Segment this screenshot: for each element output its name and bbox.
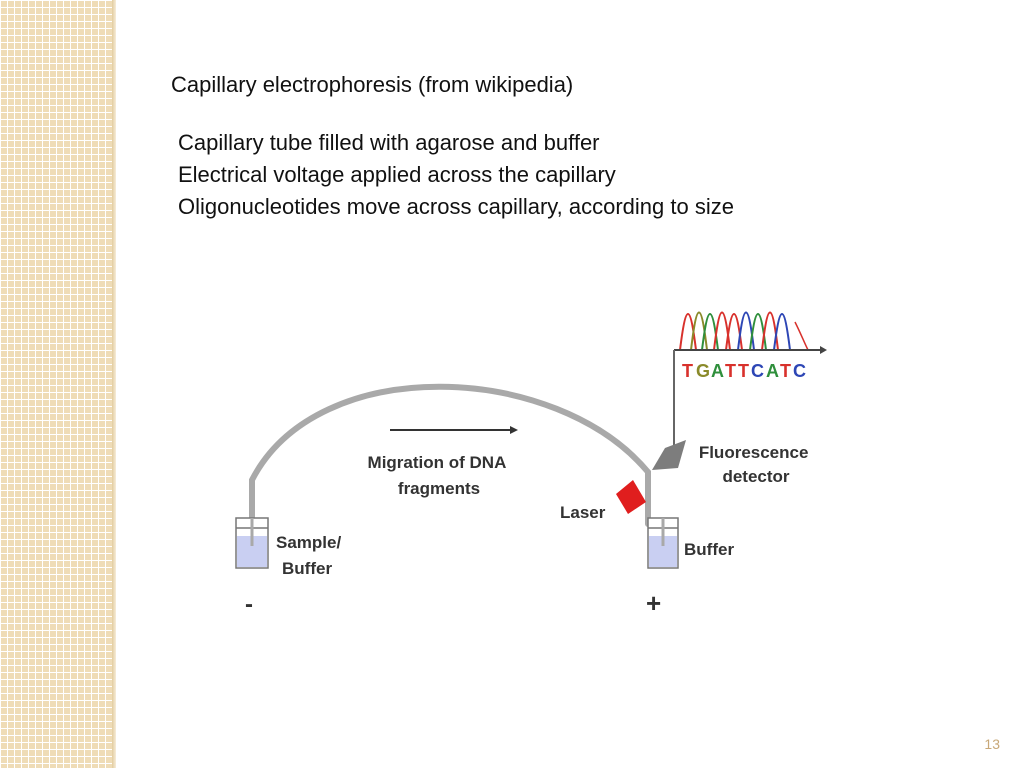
- sequence-base: T: [682, 361, 693, 381]
- bullet-item: Electrical voltage applied across the ca…: [178, 162, 616, 187]
- fluorescence-detector-icon: [652, 440, 686, 470]
- migration-label: Migration of DNA fragments: [368, 453, 511, 498]
- bullet-item: Capillary tube filled with agarose and b…: [178, 130, 600, 155]
- sequence-base: T: [738, 361, 749, 381]
- migration-label-line: fragments: [398, 479, 480, 498]
- capillary-tube: [249, 383, 651, 530]
- detector-label-line: Fluorescence: [699, 443, 809, 462]
- laser-label: Laser: [560, 503, 606, 522]
- side-band-edge: [112, 0, 116, 768]
- sample-label-line: Sample/: [276, 533, 341, 552]
- migration-arrowhead: [510, 426, 518, 434]
- buffer-vial-icon: [647, 517, 679, 569]
- sequence-base: G: [696, 361, 710, 381]
- bullet-item: Oligonucleotides move across capillary, …: [178, 194, 734, 219]
- dna-sequence: T G A T T C A T C: [682, 361, 806, 381]
- bullet-list: Capillary tube filled with agarose and b…: [178, 127, 734, 223]
- buffer-label: Buffer: [684, 540, 734, 559]
- capillary-electrophoresis-diagram: T G A T T C A T C: [218, 262, 848, 622]
- sample-label: Sample/ Buffer: [276, 533, 346, 578]
- baseline-arrowhead: [820, 346, 827, 354]
- sequence-base: A: [711, 361, 724, 381]
- sequence-base: A: [766, 361, 779, 381]
- decorative-side-band: [0, 0, 112, 768]
- sequence-base: C: [751, 361, 764, 381]
- sequence-base: C: [793, 361, 806, 381]
- page-number: 13: [984, 736, 1000, 752]
- positive-electrode-sign: +: [646, 588, 661, 618]
- sample-vial-icon: [235, 517, 269, 569]
- sequence-base: T: [725, 361, 736, 381]
- sequence-base: T: [780, 361, 791, 381]
- slide-title: Capillary electrophoresis (from wikipedi…: [171, 72, 574, 97]
- electropherogram-peaks: [679, 311, 809, 351]
- detector-label: Fluorescence detector: [699, 443, 813, 486]
- migration-label-line: Migration of DNA: [368, 453, 507, 472]
- detector-label-line: detector: [722, 467, 789, 486]
- negative-electrode-sign: -: [245, 591, 253, 618]
- laser-icon: [616, 480, 646, 514]
- sample-label-line: Buffer: [282, 559, 332, 578]
